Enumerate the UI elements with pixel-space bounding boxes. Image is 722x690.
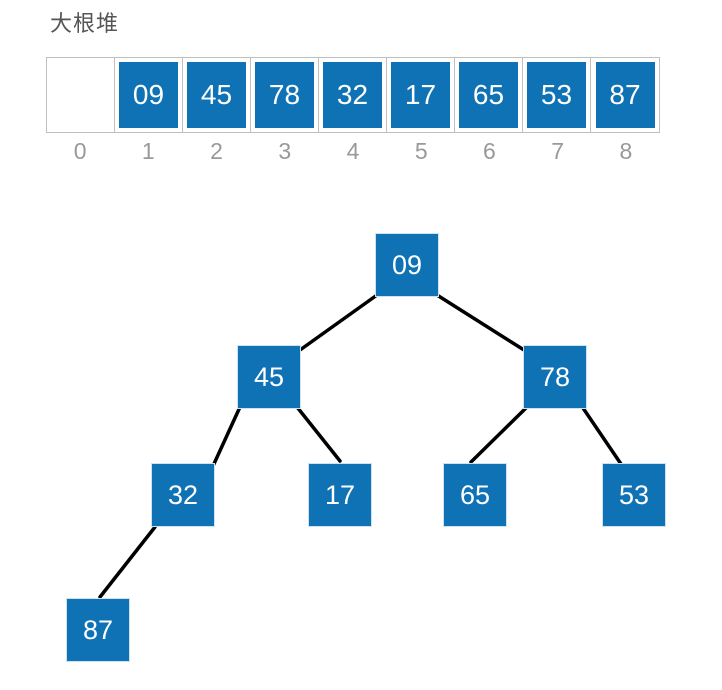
array-value-box: 87 xyxy=(595,61,655,128)
array-cell-6: 65 xyxy=(455,58,523,132)
array-index-label: 0 xyxy=(73,138,87,164)
array-value-box: 45 xyxy=(187,61,246,128)
tree-node-45: 45 xyxy=(237,345,301,409)
array-value-box: 32 xyxy=(323,61,382,128)
array-index-label: 4 xyxy=(346,138,360,164)
array-index-label: 1 xyxy=(141,138,155,164)
tree-node-78: 78 xyxy=(523,345,587,409)
array-value-box: 78 xyxy=(255,61,314,128)
tree-edge-09-45 xyxy=(298,293,379,352)
tree-node-87: 87 xyxy=(66,598,130,662)
array-value-box: 09 xyxy=(119,61,178,128)
array-index-row: 0 1 2 3 4 5 6 7 8 xyxy=(46,137,660,165)
tree-node-53: 53 xyxy=(602,463,666,527)
tree-edge-78-65 xyxy=(469,405,529,464)
array-cell-3: 78 xyxy=(251,58,319,132)
array-cell-1: 09 xyxy=(115,58,183,132)
array-value-box: 17 xyxy=(391,61,450,128)
array-cell-7: 53 xyxy=(523,58,591,132)
tree-edge-45-32 xyxy=(211,405,242,468)
array-index-label: 6 xyxy=(483,138,496,164)
tree-edge-09-78 xyxy=(435,293,526,352)
tree-edge-32-87 xyxy=(98,525,157,599)
array-cell-5: 17 xyxy=(387,58,455,132)
array-cell-4: 32 xyxy=(319,58,387,132)
array-index-label: 3 xyxy=(278,138,292,164)
array-value-box: 53 xyxy=(527,61,586,128)
array-cell-8: 87 xyxy=(591,58,659,132)
array-cell-0 xyxy=(47,58,115,132)
tree-node-17: 17 xyxy=(308,463,372,527)
tree-edge-78-53 xyxy=(581,406,623,466)
array-cell-2: 45 xyxy=(183,58,251,132)
tree-node-65: 65 xyxy=(443,463,507,527)
tree-edge-45-17 xyxy=(295,405,342,463)
array-index-label: 8 xyxy=(619,138,633,164)
array-value-box: 65 xyxy=(459,61,518,128)
array-index-label: 2 xyxy=(210,138,223,164)
array-index-label: 7 xyxy=(551,138,565,164)
array-index-label: 5 xyxy=(414,138,428,164)
tree-node-32: 32 xyxy=(151,463,215,527)
page-title: 大根堆 xyxy=(50,11,120,36)
tree-node-09: 09 xyxy=(375,233,439,297)
